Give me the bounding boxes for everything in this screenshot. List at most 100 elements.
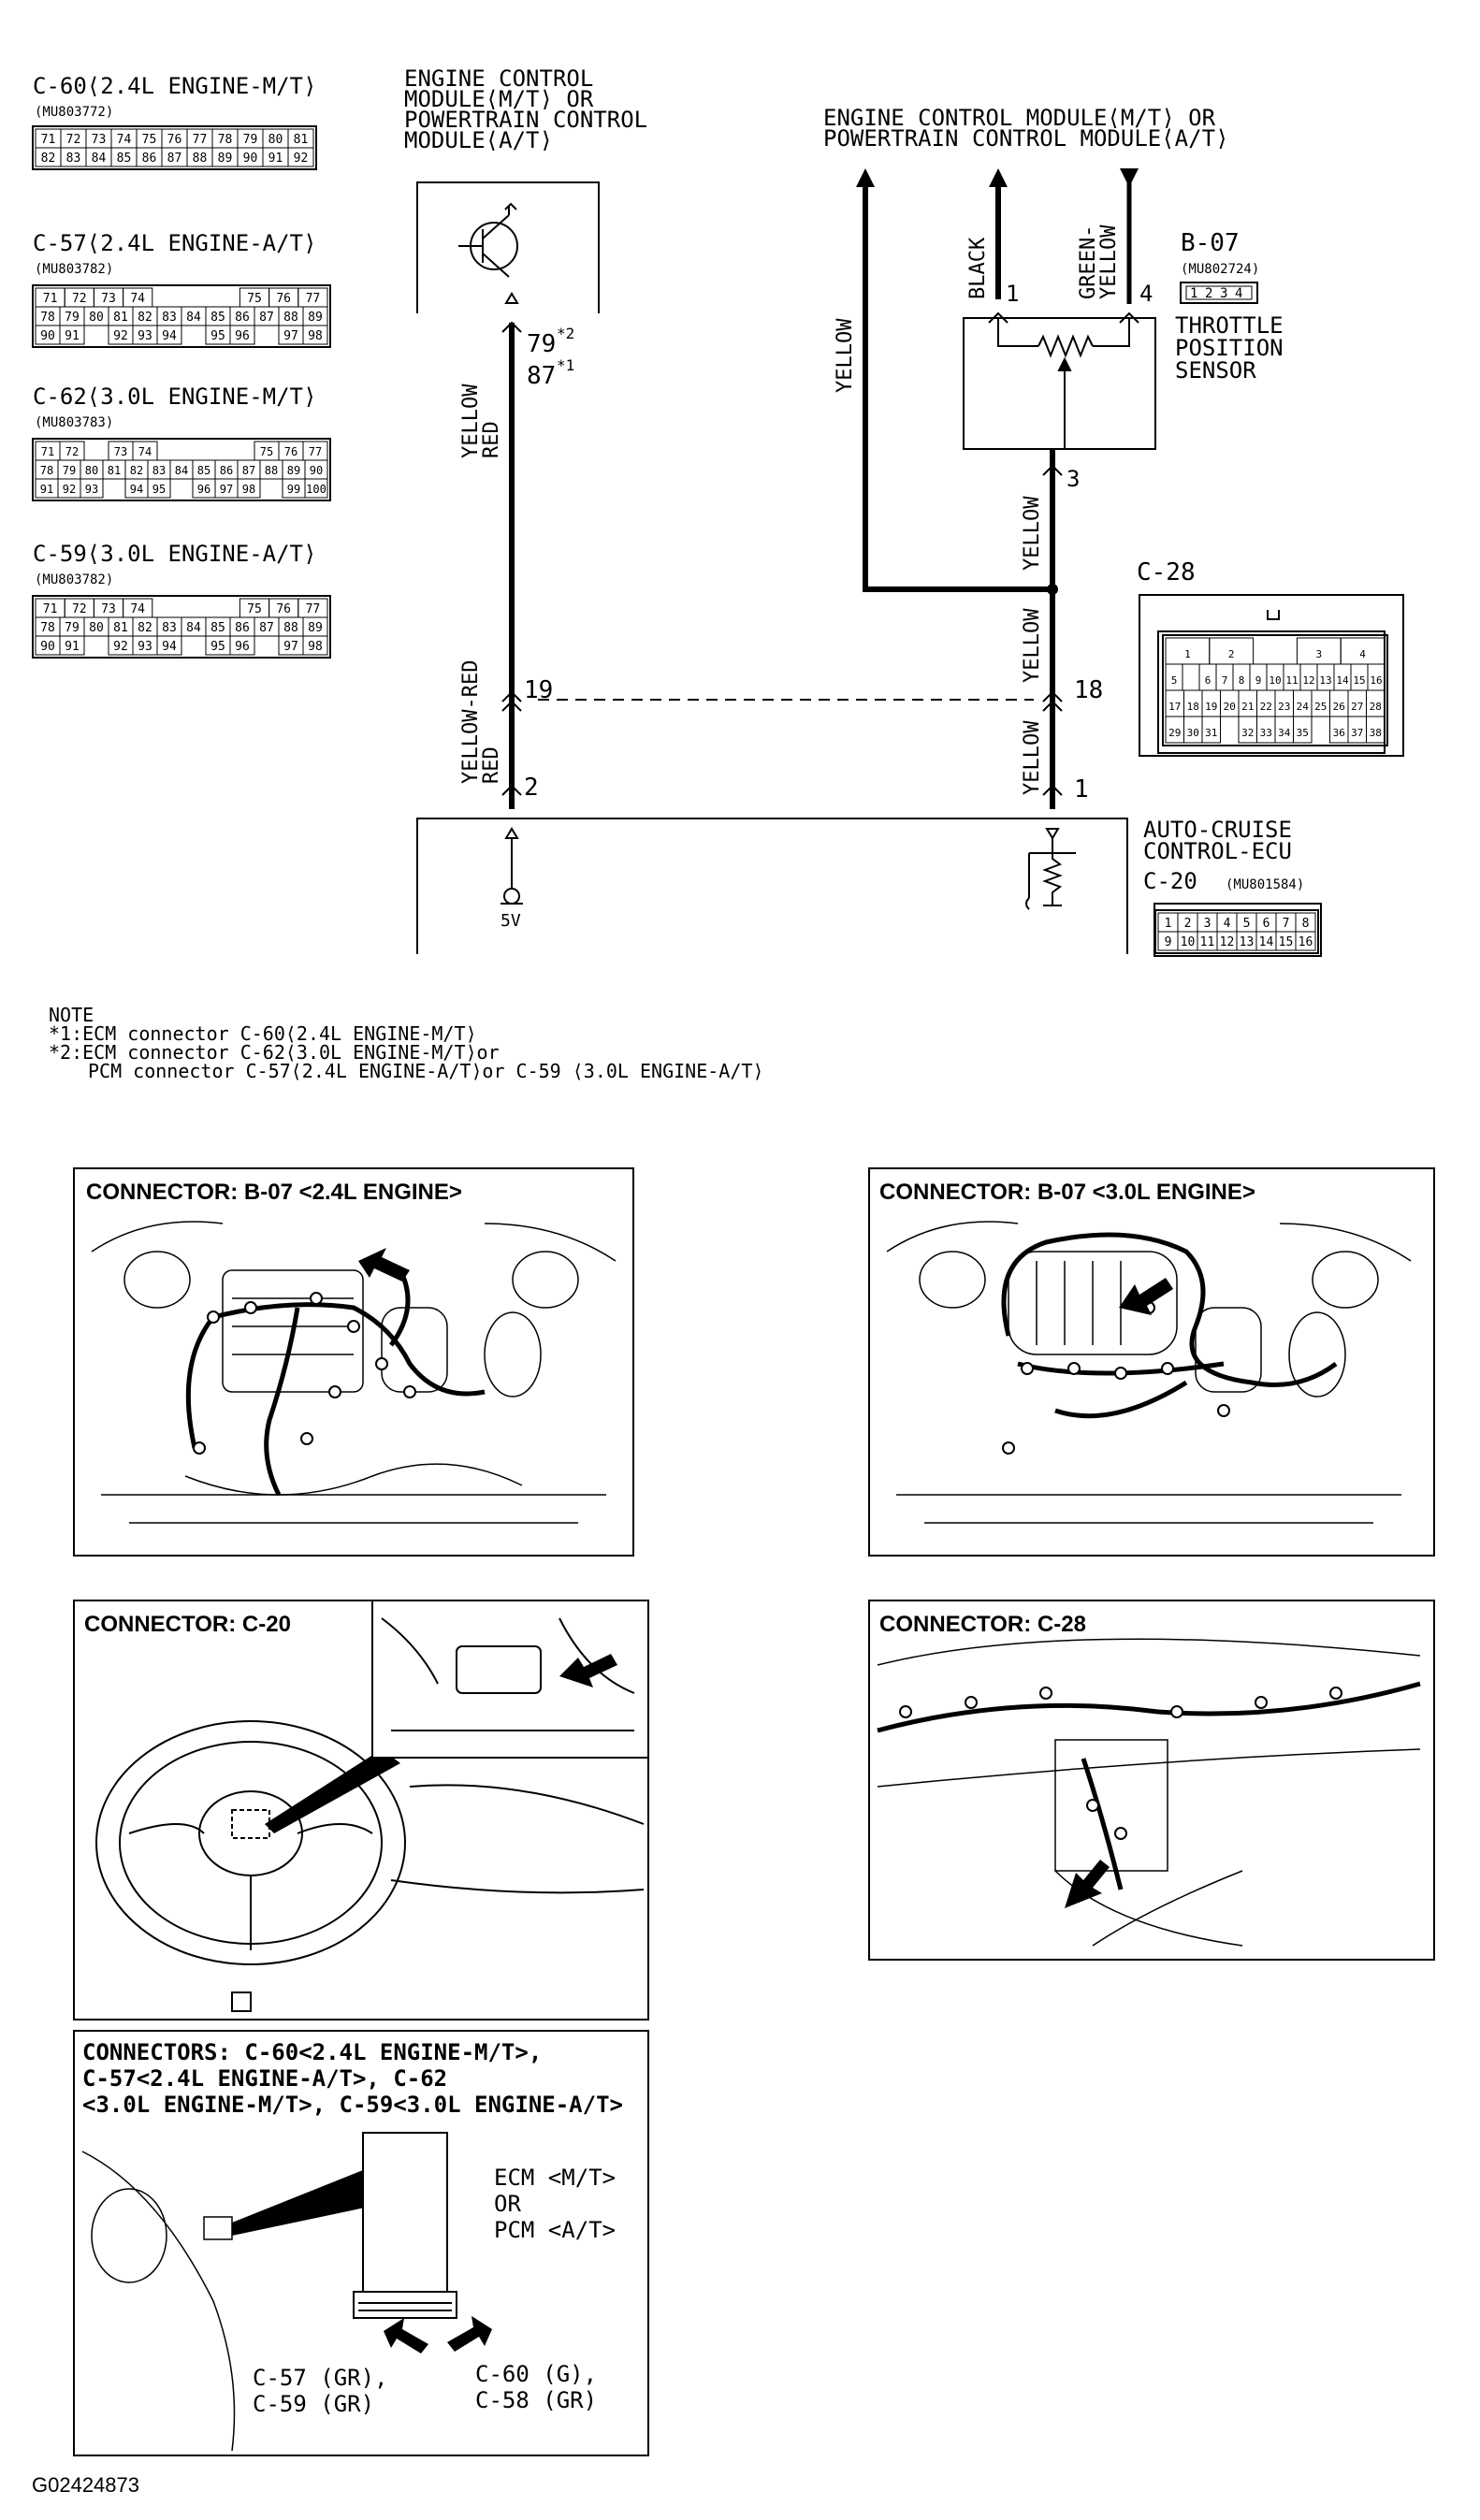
svg-text:82: 82	[138, 311, 152, 325]
connector-pin: 79	[57, 459, 81, 480]
connector-pin: 89	[211, 147, 239, 167]
panel-title: CONNECTOR: B-07 <3.0L ENGINE>	[879, 1180, 1255, 1205]
ecm-left-label: ENGINE CONTROL MODULE⟨M/T⟩ OR POWERTRAIN…	[404, 65, 647, 153]
locator-panel-ecm: CONNECTORS: C-60<2.4L ENGINE-M/T>, C-57<…	[73, 2030, 649, 2456]
svg-text:95: 95	[210, 329, 225, 343]
svg-text:30: 30	[1187, 727, 1199, 739]
connector-pin: 35	[1293, 716, 1313, 744]
connector-pin: 90	[237, 147, 264, 167]
connector-pin: 17	[1165, 689, 1184, 717]
pin-label: 1	[1074, 775, 1089, 804]
connector-pin: 77	[297, 287, 328, 308]
connector-pin: 1	[1165, 637, 1211, 665]
svg-text:77: 77	[306, 602, 321, 616]
svg-text:20: 20	[1224, 701, 1236, 713]
connector-pin: 91	[59, 635, 85, 656]
connector-pin: 14	[1333, 663, 1352, 691]
connector-pin: 15	[1350, 663, 1369, 691]
svg-text:CONTROL-ECU: CONTROL-ECU	[1143, 838, 1292, 864]
svg-text:6: 6	[1205, 674, 1212, 687]
callout-wedge	[265, 1749, 400, 1833]
connector-pin: 16	[1295, 931, 1316, 951]
wire-color-label: YELLOW	[1021, 608, 1044, 683]
connector-pin: 75	[254, 441, 280, 461]
svg-text:1: 1	[1184, 648, 1191, 660]
connector-pin: 10	[1177, 931, 1198, 951]
svg-text:GREEN-: GREEN-	[1077, 225, 1100, 299]
svg-text:POSITION: POSITION	[1175, 335, 1284, 361]
connector-pin: 97	[214, 478, 239, 499]
svg-text:94: 94	[162, 640, 177, 654]
svg-text:YELLOW: YELLOW	[1097, 224, 1121, 299]
svg-text:MODULE⟨M/T⟩ OR: MODULE⟨M/T⟩ OR	[404, 86, 594, 112]
connector-pin: 18	[1183, 689, 1203, 717]
svg-text:77: 77	[306, 292, 321, 306]
svg-text:98: 98	[308, 329, 323, 343]
connector-pin: 92	[57, 478, 81, 499]
svg-text:75: 75	[260, 445, 273, 458]
svg-text:83: 83	[162, 621, 177, 635]
wire-color-label: YELLOW	[1021, 496, 1044, 571]
arrow-down-icon	[1120, 168, 1139, 187]
svg-text:74: 74	[130, 292, 145, 306]
svg-text:85: 85	[210, 311, 225, 325]
connector-pin: 74	[123, 598, 153, 618]
pin-note: *2	[557, 325, 574, 342]
svg-text:94: 94	[130, 483, 143, 496]
inset-box	[371, 1600, 649, 1759]
locator-arrow-icon	[447, 2316, 492, 2352]
connector-pin: 78	[35, 616, 61, 637]
svg-text:PCM connector C-57⟨2.4L ENGINE: PCM connector C-57⟨2.4L ENGINE-A/T⟩or C-…	[88, 1060, 763, 1082]
footnote: NOTE *1:ECM connector C-60⟨2.4L ENGINE-M…	[49, 1004, 763, 1082]
connector-title: C-59⟨3.0L ENGINE-A/T⟩	[33, 541, 316, 567]
connector-pin: 80	[83, 306, 109, 326]
svg-text:2: 2	[1228, 648, 1235, 660]
connector-part: (MU802724)	[1181, 262, 1259, 277]
svg-text:ENGINE CONTROL MODULE⟨M/T⟩ OR: ENGINE CONTROL MODULE⟨M/T⟩ OR	[823, 105, 1216, 131]
svg-text:71: 71	[41, 445, 54, 458]
connector-pin: 38	[1366, 716, 1386, 744]
connector-pin: 73	[85, 128, 112, 149]
svg-text:14: 14	[1336, 674, 1349, 687]
svg-text:18: 18	[1187, 701, 1199, 713]
connector-pin: 76	[278, 441, 304, 461]
locator-arrow-icon	[384, 2318, 428, 2353]
connector-part: (MU803772)	[35, 105, 113, 120]
connector-pin: 93	[132, 325, 158, 345]
connector-pin: 6	[1198, 663, 1217, 691]
connector-pin: 2	[1209, 637, 1255, 665]
connector-pin: 74	[132, 441, 158, 461]
connector-pin: 74	[110, 128, 138, 149]
svg-text:75: 75	[247, 602, 262, 616]
connector-pin: 13	[1236, 931, 1257, 951]
connector-pin: 82	[35, 147, 62, 167]
connector-pin: 4	[1216, 912, 1238, 933]
connector-pin: 82	[132, 616, 158, 637]
svg-text:84: 84	[186, 311, 201, 325]
svg-text:78: 78	[40, 464, 53, 477]
connector-pin: 89	[302, 616, 328, 637]
svg-text:22: 22	[1260, 701, 1272, 713]
svg-text:3: 3	[1204, 917, 1212, 931]
svg-text:4: 4	[1224, 917, 1231, 931]
svg-text:90: 90	[40, 329, 55, 343]
connector-pin: 7	[1275, 912, 1297, 933]
connector-pin: 89	[302, 306, 328, 326]
connector-pin: 10	[1266, 663, 1284, 691]
connector-pin: 81	[287, 128, 314, 149]
svg-text:88: 88	[193, 152, 208, 166]
locator-arrow-icon	[358, 1248, 410, 1282]
svg-text:28: 28	[1370, 701, 1382, 713]
svg-text:78: 78	[218, 133, 233, 147]
svg-text:<3.0L ENGINE-M/T>, C-59<3.0L E: <3.0L ENGINE-M/T>, C-59<3.0L ENGINE-A/T>	[82, 2092, 623, 2118]
svg-text:16: 16	[1370, 674, 1382, 687]
svg-text:78: 78	[40, 621, 55, 635]
svg-text:9: 9	[1165, 935, 1172, 949]
svg-text:1: 1	[1190, 286, 1197, 301]
svg-text:26: 26	[1333, 701, 1345, 713]
locator-panel-b07-30: CONNECTOR: B-07 <3.0L ENGINE>	[868, 1167, 1435, 1557]
svg-text:87: 87	[259, 621, 274, 635]
svg-text:C-58 (GR): C-58 (GR)	[475, 2387, 597, 2413]
connector-pin: 19	[1201, 689, 1221, 717]
connector-pin: 9	[1249, 663, 1268, 691]
